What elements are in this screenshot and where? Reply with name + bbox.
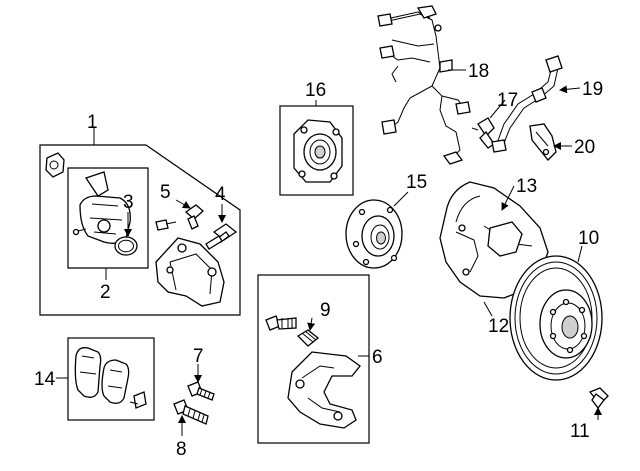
caliper-assembly-group bbox=[39, 144, 241, 316]
callout-9: 9 bbox=[320, 300, 331, 321]
callout-12: 12 bbox=[488, 316, 509, 337]
brake-pad-outer bbox=[101, 359, 130, 404]
carrier-bolt bbox=[265, 315, 297, 331]
brake-rotor bbox=[509, 255, 603, 381]
caliper-carrier bbox=[287, 351, 361, 429]
callout-17: 17 bbox=[497, 90, 518, 111]
brake-hose bbox=[491, 55, 563, 153]
callout-5: 5 bbox=[160, 182, 171, 203]
wiring-harness bbox=[377, 5, 471, 165]
callout-10: 10 bbox=[578, 228, 599, 249]
callout-2: 2 bbox=[100, 282, 111, 303]
callout-20: 20 bbox=[574, 137, 595, 158]
wheel-hub bbox=[345, 199, 403, 269]
callout-18: 18 bbox=[468, 61, 489, 82]
callout-16: 16 bbox=[305, 80, 326, 101]
carrier-box bbox=[257, 274, 370, 444]
hose-bracket bbox=[529, 123, 557, 161]
brake-pad-inner bbox=[74, 347, 102, 398]
o-ring bbox=[114, 236, 138, 256]
caliper-assembly-outline bbox=[39, 144, 241, 316]
rotor-screw bbox=[588, 387, 609, 410]
callout-7: 7 bbox=[193, 346, 204, 367]
guide-pin bbox=[205, 223, 238, 250]
brake-pads-group bbox=[67, 337, 155, 421]
caliper-housing-box bbox=[67, 167, 149, 269]
callout-13: 13 bbox=[516, 176, 537, 197]
callout-labels: 1 2 3 4 5 6 7 8 9 10 11 12 13 14 15 16 1… bbox=[34, 61, 603, 460]
wear-sensor bbox=[471, 117, 495, 149]
carrier-group bbox=[257, 274, 370, 444]
dust-cap bbox=[45, 152, 65, 178]
hub-bearing bbox=[293, 119, 343, 183]
callout-1: 1 bbox=[87, 112, 98, 133]
bolt-7 bbox=[187, 381, 215, 401]
callout-3: 3 bbox=[123, 192, 134, 213]
callout-8: 8 bbox=[176, 439, 187, 460]
bushing bbox=[296, 329, 320, 347]
caliper-housing bbox=[72, 171, 131, 244]
bleeder-screw bbox=[184, 204, 204, 230]
callout-11: 11 bbox=[570, 421, 590, 442]
callout-15: 15 bbox=[406, 172, 427, 193]
brake-pads-box bbox=[67, 337, 155, 421]
callout-19: 19 bbox=[582, 79, 603, 100]
bolt-8 bbox=[173, 399, 209, 425]
caliper-body bbox=[155, 237, 225, 307]
splash-shield bbox=[439, 181, 549, 299]
callout-6: 6 bbox=[372, 347, 383, 368]
callout-4: 4 bbox=[215, 184, 226, 205]
hub-bearing-group bbox=[279, 105, 354, 196]
leader-lines bbox=[56, 69, 602, 436]
pad-clip bbox=[129, 391, 147, 409]
callout-14: 14 bbox=[34, 369, 56, 390]
caliper-bolt bbox=[155, 219, 177, 231]
